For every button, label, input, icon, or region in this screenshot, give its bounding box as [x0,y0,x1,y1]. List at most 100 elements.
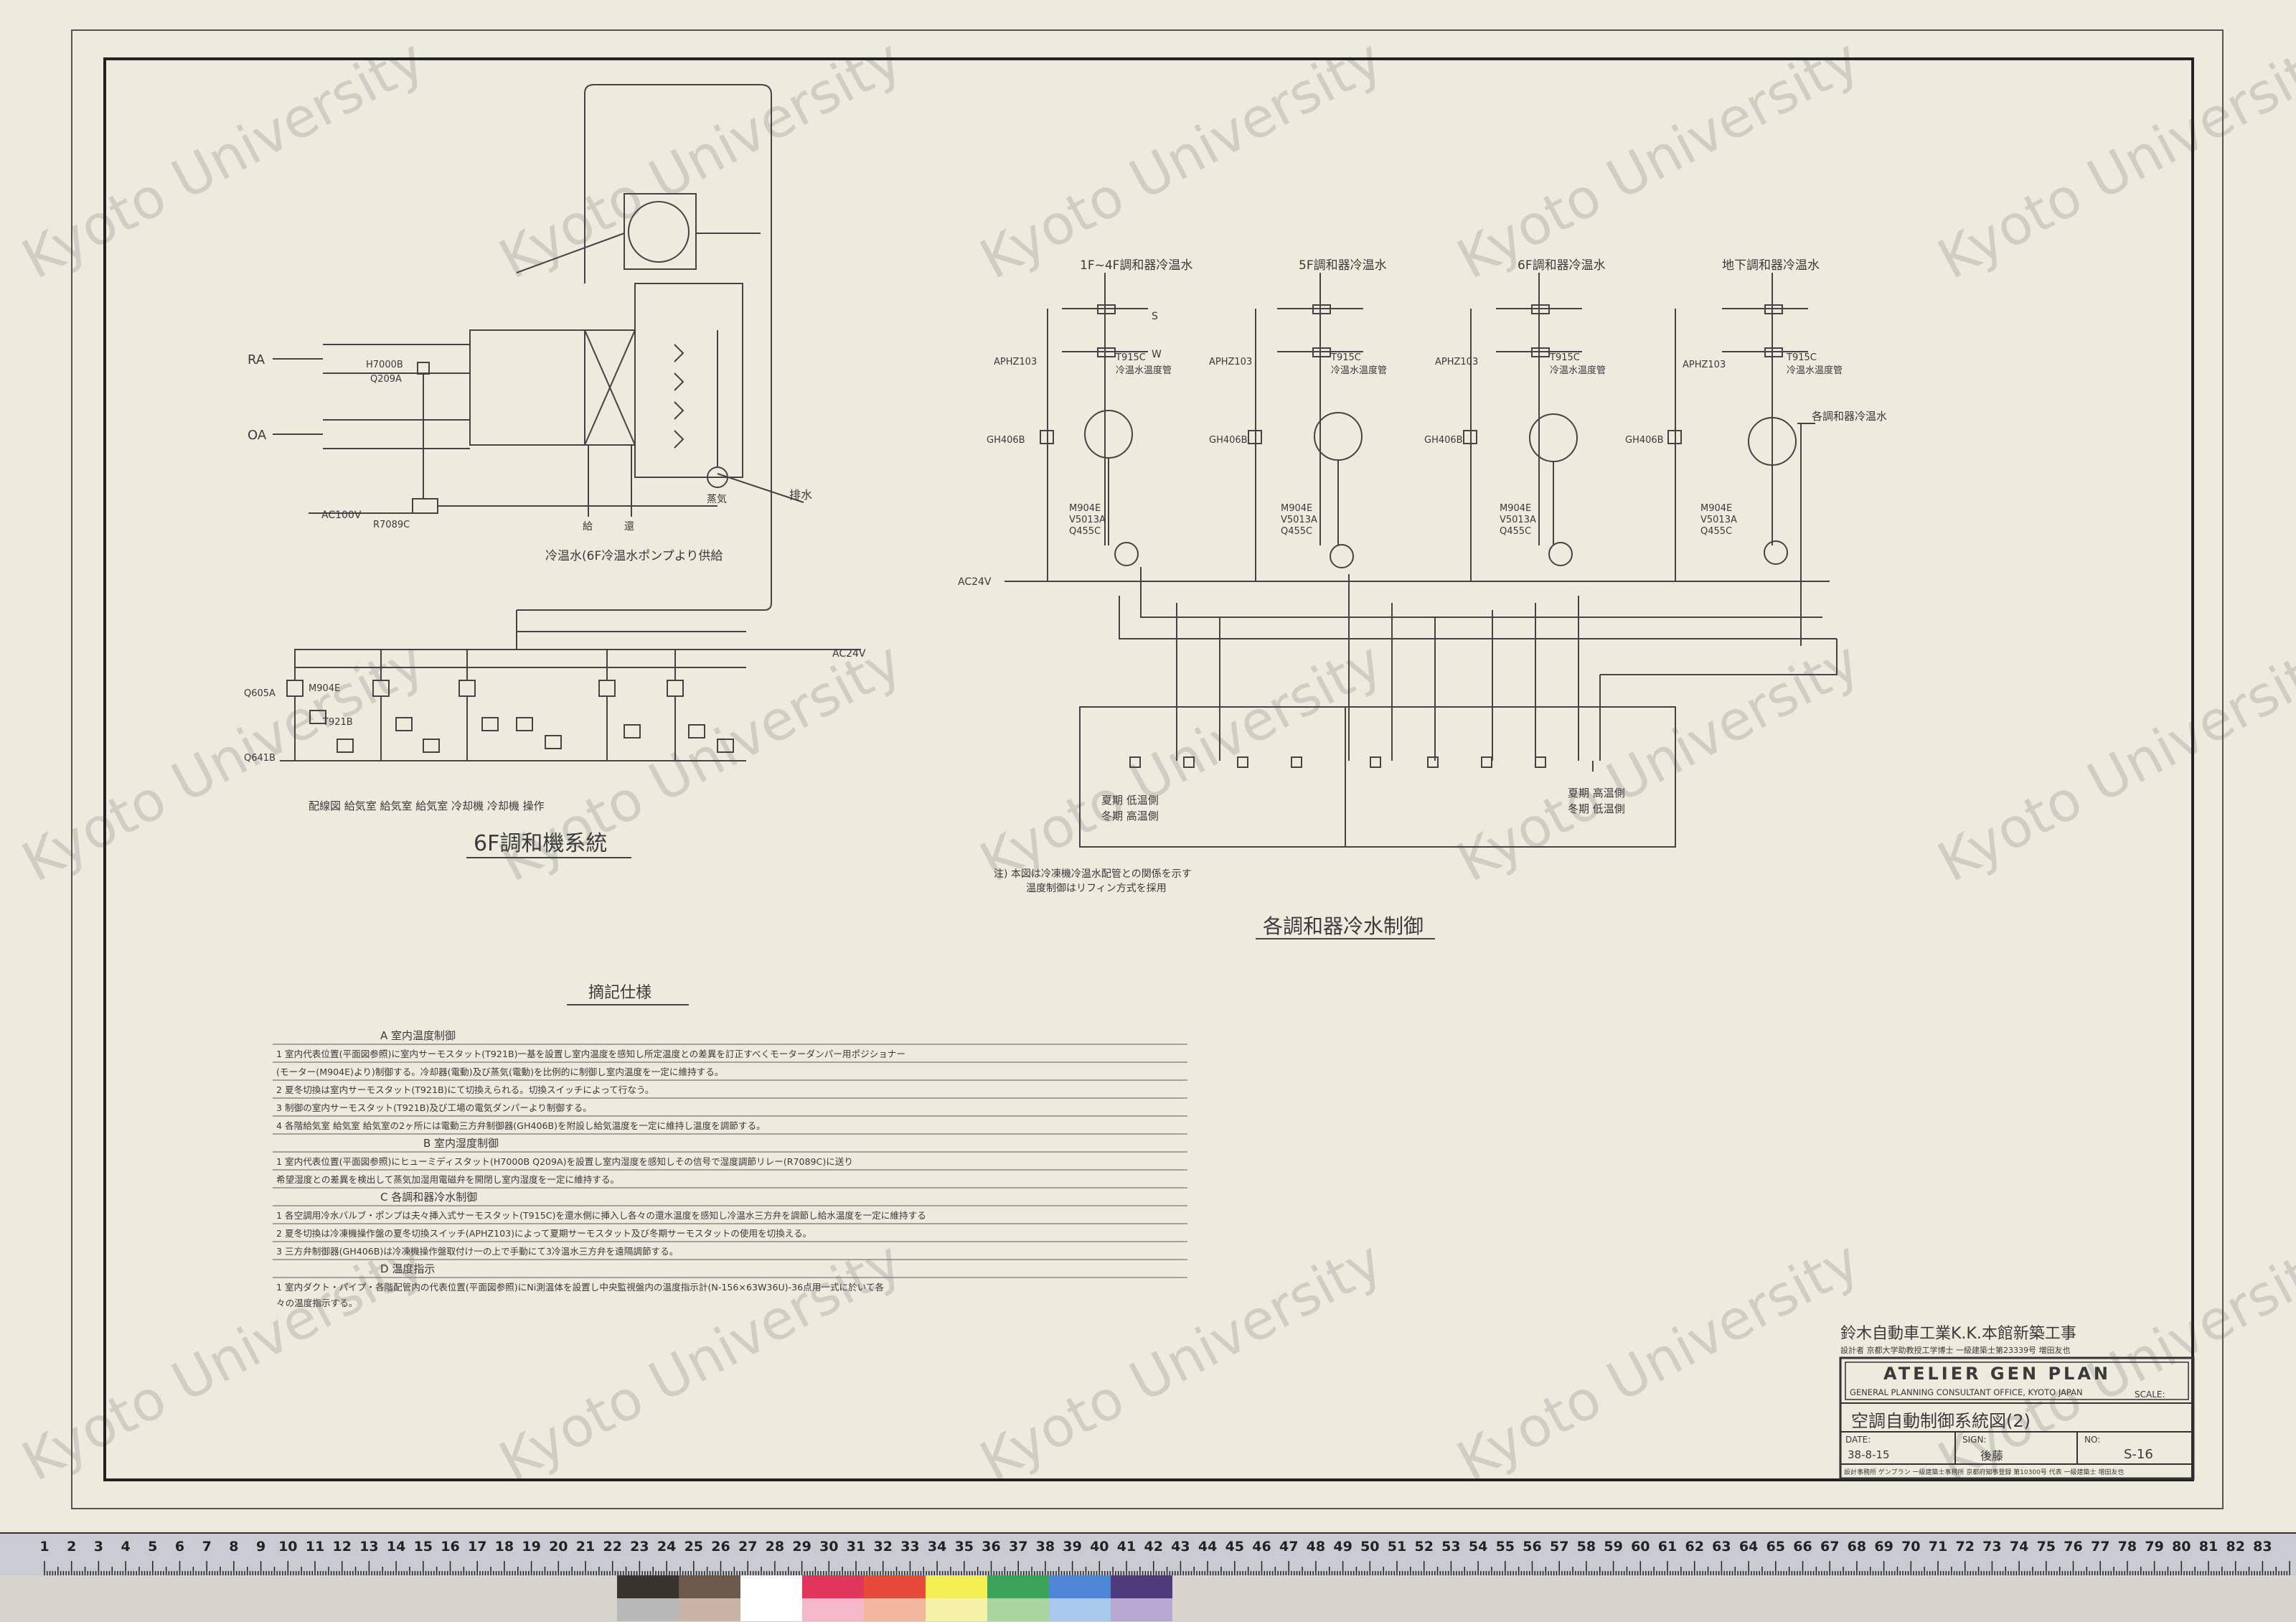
label-ac100v: AC100V [321,510,362,521]
project-name: 鈴木自動車工業K.K.本館新築工事 [1840,1325,2076,1343]
panel-label-left-2: 冬期 高温側 [1101,810,1159,822]
label-gh406b: GH406B [1625,435,1664,446]
ruler-number: 72 [1955,1539,1974,1555]
ruler-number: 61 [1658,1539,1677,1555]
color-swatch [1049,1598,1111,1621]
spec-line: 1 室内代表位置(平面図参照)に室内サーモスタット(T921B)一基を設置し室内… [276,1049,905,1059]
label-supply: 給 [583,521,593,533]
ruler-number: 21 [576,1539,595,1555]
label-insertion: 冷温水温度管 [1787,365,1843,376]
label-t915c: T915C [1786,352,1817,363]
label-ac24v-left: AC24V [832,648,866,660]
fan-housing [624,193,697,270]
column-block [1463,273,1582,566]
office-name: ATELIER GEN PLAN [1883,1364,2111,1384]
no-label: NO: [2084,1435,2100,1445]
relay-icon [412,498,438,514]
ruler-number: 27 [738,1539,757,1555]
color-swatch [679,1575,740,1598]
watermark: Kyoto University [489,26,912,291]
label-gh406b: GH406B [1424,435,1463,446]
title-block: 鈴木自動車工業K.K.本館新築工事 設計者 京都大学助教授工学博士 一級建築士第… [1839,1325,2195,1480]
label-s: S [1152,311,1158,322]
spec-line: 1 室内代表位置(平面図参照)にヒューミディスタット(H7000B Q209A)… [276,1156,853,1167]
ruler-number: 66 [1793,1539,1812,1555]
label-m904e: M904E [1281,503,1312,514]
ruler-number: 28 [766,1539,784,1555]
controller-unit [598,650,641,761]
ruler-number: 77 [2091,1539,2109,1555]
left-diagram [273,84,861,761]
drawing-title: 空調自動制御系統図(2) [1851,1411,2031,1431]
ruler-number: 76 [2064,1539,2082,1555]
label-v5013a: V5013A [1281,515,1317,525]
label-m904e: M904E [1500,503,1531,514]
right-diagram [1004,273,1838,848]
label-w: W [1152,349,1162,360]
left-diagram-labels: RA OA H7000B Q209A AC100V R7089C 給 還 蒸気 … [244,352,866,856]
ruler-number: 3 [94,1539,103,1555]
ruler-number: 50 [1360,1539,1379,1555]
ruler-number: 4 [121,1539,130,1555]
label-q455c: Q455C [1069,526,1101,537]
ruler-number: 5 [148,1539,157,1555]
ruler-number: 23 [630,1539,649,1555]
ruler-number: 53 [1441,1539,1460,1555]
spec-line: 3 制御の室内サーモスタット(T921B)及び工場の電気ダンパーより制御する。 [276,1102,592,1113]
fan-icon [628,201,690,263]
label-q209a: Q209A [370,374,402,385]
spec-line: (モーター(M904E)より)制御する。冷却器(電動)及び蒸気(電動)を比例的に… [276,1067,723,1077]
ruler-number: 19 [522,1539,540,1555]
right-diagram-labels: 1F~4F調和器冷温水 5F調和器冷温水 6F調和器冷温水 地下調和器冷温水 S… [958,258,1887,938]
ruler-number: 29 [792,1539,811,1555]
ruler-number: 55 [1496,1539,1515,1555]
ruler-number: 73 [1982,1539,2001,1555]
scale-label: SCALE: [2135,1389,2165,1400]
label-q641b: Q641B [244,753,276,764]
ruler-number: 11 [306,1539,324,1555]
color-swatch [802,1598,864,1621]
label-aphz: APHZ103 [1209,357,1252,367]
date-label: DATE: [1845,1435,1871,1445]
controller-unit [667,650,734,761]
spec-line: 4 各階給気室 給気室 給気室の2ヶ所には電動三方弁制御器(GH406B)を附設… [276,1120,766,1131]
label-gh406b: GH406B [1209,435,1248,446]
ruler-number: 40 [1090,1539,1109,1555]
ruler-number: 7 [202,1539,212,1555]
ruler-number: 44 [1198,1539,1217,1555]
ruler-number: 9 [256,1539,265,1555]
label-aphz: APHZ103 [994,357,1037,367]
watermark: Kyoto University [12,1228,435,1493]
right-diagram-title: 各調和器冷水制御 [1263,914,1424,938]
ruler-number: 56 [1523,1539,1541,1555]
color-swatch [617,1575,679,1598]
watermark: Kyoto University [1447,26,1870,291]
ruler-number: 64 [1739,1539,1758,1555]
ruler-number: 16 [441,1539,459,1555]
label-v5013a: V5013A [1500,515,1536,525]
label-m904e: M904E [309,683,340,694]
footer-line: 設計事務所 ゲンプラン 一級建築士事務所 京都府知事登録 第10300号 代表 … [1844,1468,2124,1476]
office-sub: GENERAL PLANNING CONSULTANT OFFICE, KYOT… [1850,1387,2083,1397]
ruler-number: 6 [175,1539,184,1555]
color-swatch [1049,1575,1111,1598]
ruler-number: 35 [955,1539,974,1555]
ruler-number: 36 [982,1539,1000,1555]
ruler-number: 20 [549,1539,568,1555]
label-aphz: APHZ103 [1683,360,1726,370]
watermark: Kyoto University [489,1228,912,1493]
ruler-number: 2 [67,1539,76,1555]
label-q455c: Q455C [1281,526,1312,537]
watermark-layer: Kyoto University Kyoto University Kyoto … [12,26,2296,1493]
drawing-sheet: Kyoto University Kyoto University Kyoto … [0,0,2296,1532]
panel-label-left-1: 夏期 低温側 [1101,794,1159,807]
ruler-number: 68 [1848,1539,1866,1555]
watermark: Kyoto University [970,1228,1393,1493]
column-header-1: 1F~4F調和器冷温水 [1080,258,1192,273]
label-return-water: 各調和器冷温水 [1812,410,1887,423]
color-swatch [864,1575,926,1598]
ruler-number: 10 [278,1539,297,1555]
ruler-number: 49 [1333,1539,1352,1555]
label-legend: 配線図 給気室 給気室 給気室 冷却機 冷却機 操作 [309,800,545,812]
right-note-2: 温度制御はリフィン方式を採用 [1026,883,1167,894]
